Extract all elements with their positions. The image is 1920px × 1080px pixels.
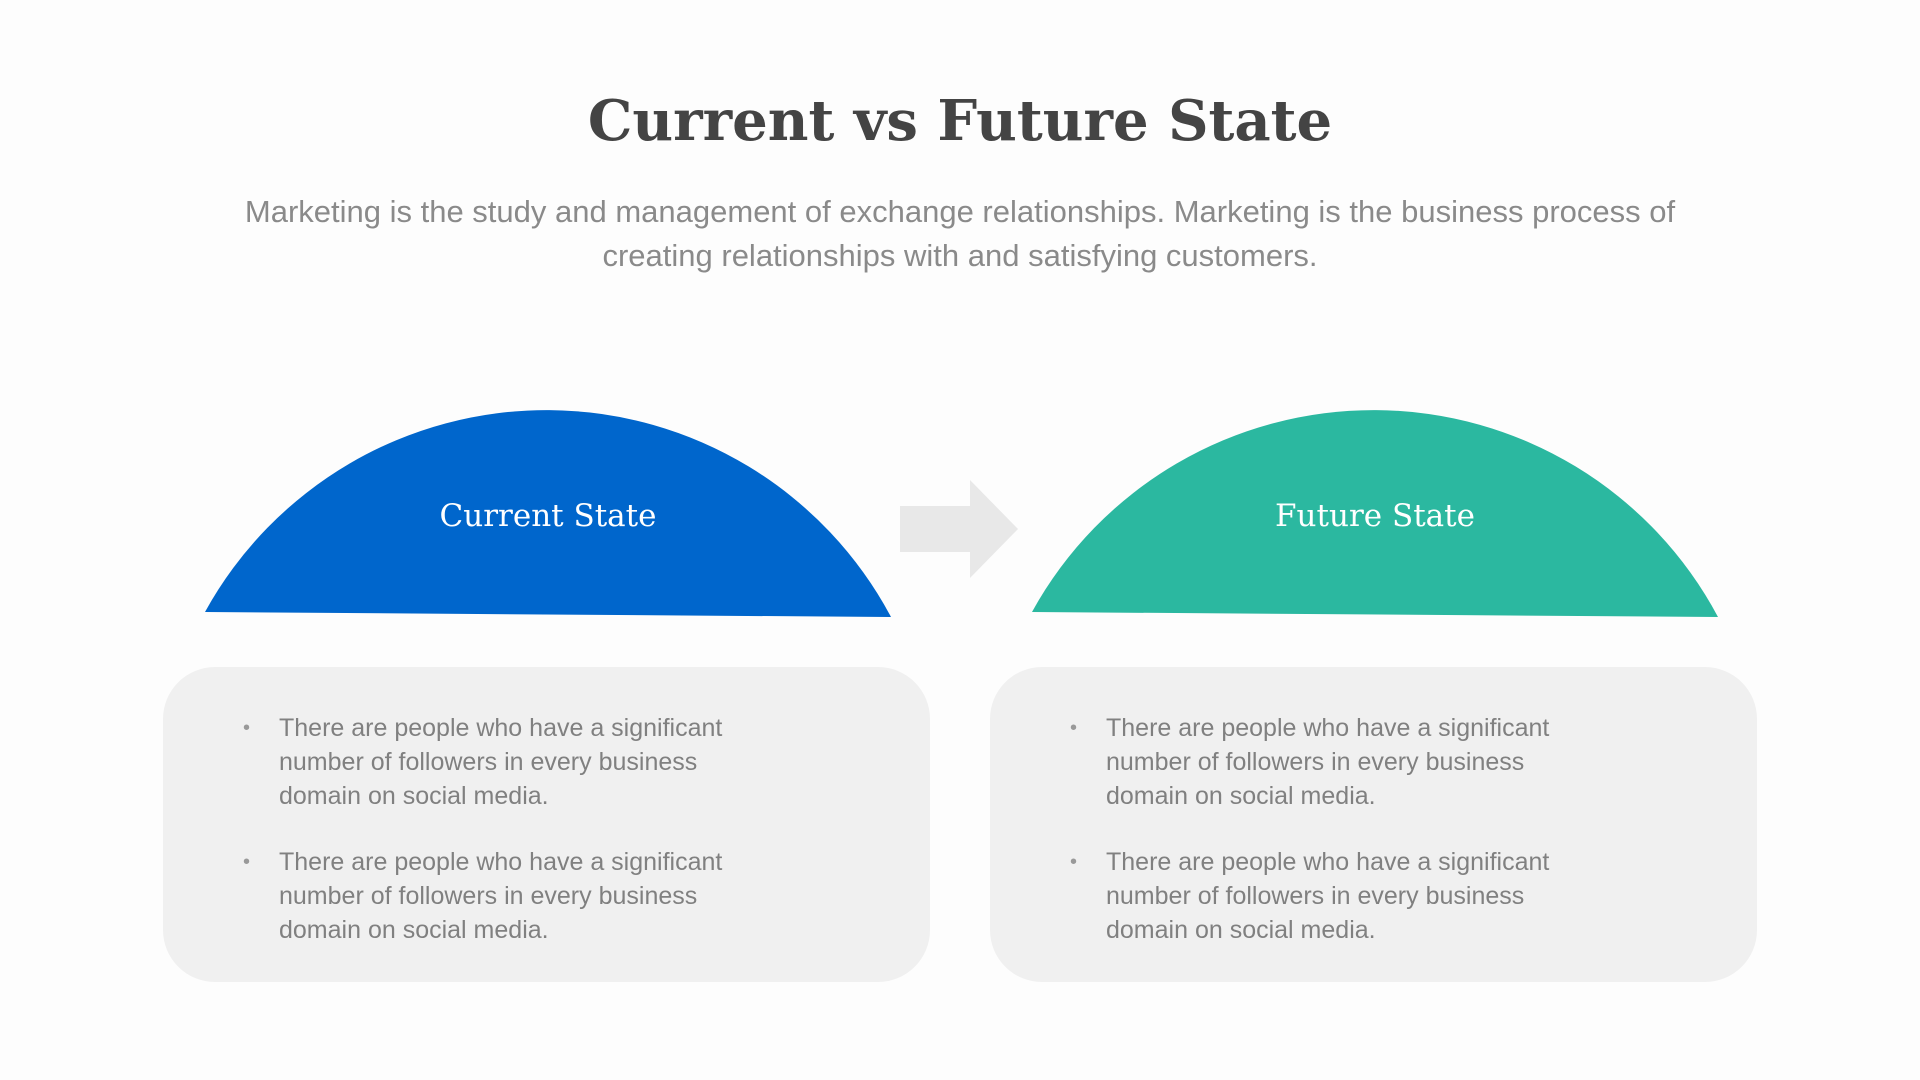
bullet-icon: • — [243, 851, 251, 873]
future-state-label: Future State — [1275, 498, 1475, 534]
page-title: Current vs Future State — [587, 88, 1333, 154]
current-state-box: •There are people who have a significant… — [163, 667, 930, 982]
list-item: •There are people who have a significant… — [243, 711, 763, 813]
list-item: •There are people who have a significant… — [243, 845, 763, 947]
current-state-dome: Current State — [203, 400, 893, 620]
current-state-label: Current State — [439, 498, 657, 534]
list-item: •There are people who have a significant… — [1070, 711, 1590, 813]
bullet-icon: • — [1070, 851, 1078, 873]
bullet-icon: • — [1070, 717, 1078, 739]
list-item: •There are people who have a significant… — [1070, 845, 1590, 947]
future-dome-shape — [1032, 410, 1718, 617]
future-state-dome: Future State — [1030, 400, 1720, 620]
right-arrow-icon — [900, 480, 1018, 583]
current-dome-shape — [205, 410, 891, 617]
bullet-icon: • — [243, 717, 251, 739]
future-state-box: •There are people who have a significant… — [990, 667, 1757, 982]
subtitle: Marketing is the study and management of… — [244, 194, 1676, 273]
